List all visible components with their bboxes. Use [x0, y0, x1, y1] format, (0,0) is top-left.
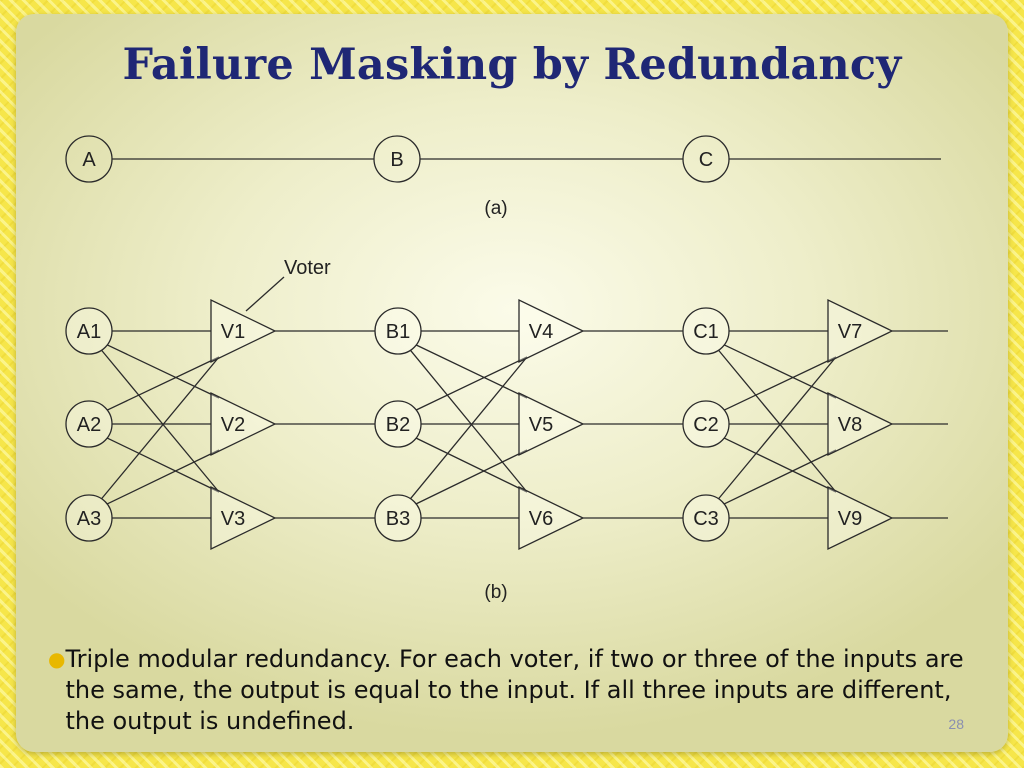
connector-line	[723, 437, 837, 493]
bullet-dot-icon: ●	[48, 647, 66, 671]
caption-a: (a)	[484, 198, 507, 219]
connector-line	[723, 449, 837, 505]
connector-line	[415, 449, 528, 505]
node-circle	[65, 400, 113, 448]
voter-triangle	[210, 391, 277, 457]
node-circle	[373, 135, 421, 183]
node-label: C1	[693, 321, 719, 343]
node-label: C2	[693, 414, 719, 436]
node-circle	[682, 135, 730, 183]
node-label: B2	[386, 414, 410, 436]
voter-triangle	[827, 485, 894, 551]
node-label: C3	[693, 508, 719, 530]
connector-line	[415, 356, 528, 411]
node-circle	[682, 494, 730, 542]
diagram-part-a: A B C (a)	[65, 135, 941, 219]
connector-line	[724, 344, 837, 399]
connector-line	[718, 349, 837, 493]
node-circle	[374, 307, 422, 355]
voter-label: V8	[838, 414, 862, 436]
connector-line	[101, 356, 220, 500]
node-label: B3	[386, 508, 410, 530]
node-label: A2	[77, 414, 101, 436]
voter-label: V1	[221, 321, 245, 343]
node-circle	[682, 400, 730, 448]
voter-triangle	[827, 391, 894, 457]
connector-line	[409, 349, 528, 493]
connector-line	[107, 356, 220, 411]
slide-title: Failure Masking by Redundancy	[122, 40, 902, 90]
voter-triangle	[210, 485, 277, 551]
voter-triangle	[827, 298, 894, 364]
connector-line	[106, 449, 220, 505]
connector-line	[415, 344, 528, 399]
connector-line	[101, 349, 220, 493]
connector-line	[107, 344, 220, 399]
voter-label: V6	[529, 508, 553, 530]
node-circle	[374, 400, 422, 448]
bullet-item: ● Triple modular redundancy. For each vo…	[48, 644, 988, 737]
node-circle	[65, 135, 113, 183]
voter-label: V9	[838, 508, 862, 530]
connector-line	[106, 437, 220, 493]
node-label: B	[390, 149, 403, 171]
bullet-text: Triple modular redundancy. For each vote…	[65, 645, 964, 735]
voter-triangle	[518, 298, 585, 364]
voter-triangle	[518, 485, 585, 551]
voter-label: V3	[221, 508, 245, 530]
node-circle	[682, 307, 730, 355]
voter-label: V4	[529, 321, 553, 343]
node-circle	[65, 494, 113, 542]
connector-line	[409, 356, 528, 500]
connector-line	[724, 356, 837, 411]
node-label: A1	[77, 321, 101, 343]
voter-label: V5	[529, 414, 553, 436]
voter-callout-label: Voter	[284, 257, 331, 279]
node-label: A	[82, 149, 96, 171]
voter-triangle	[210, 298, 277, 364]
node-label: C	[699, 149, 713, 171]
node-circle	[65, 307, 113, 355]
node-label: B1	[386, 321, 410, 343]
node-label: A3	[77, 508, 101, 530]
voter-triangle	[518, 391, 585, 457]
voter-label: V7	[838, 321, 862, 343]
voter-label: V2	[221, 414, 245, 436]
callout-line	[245, 276, 285, 312]
caption-b: (b)	[484, 582, 507, 603]
node-circle	[374, 494, 422, 542]
connector-line	[718, 356, 837, 500]
page-number: 28	[948, 716, 964, 732]
connector-line	[415, 437, 528, 493]
